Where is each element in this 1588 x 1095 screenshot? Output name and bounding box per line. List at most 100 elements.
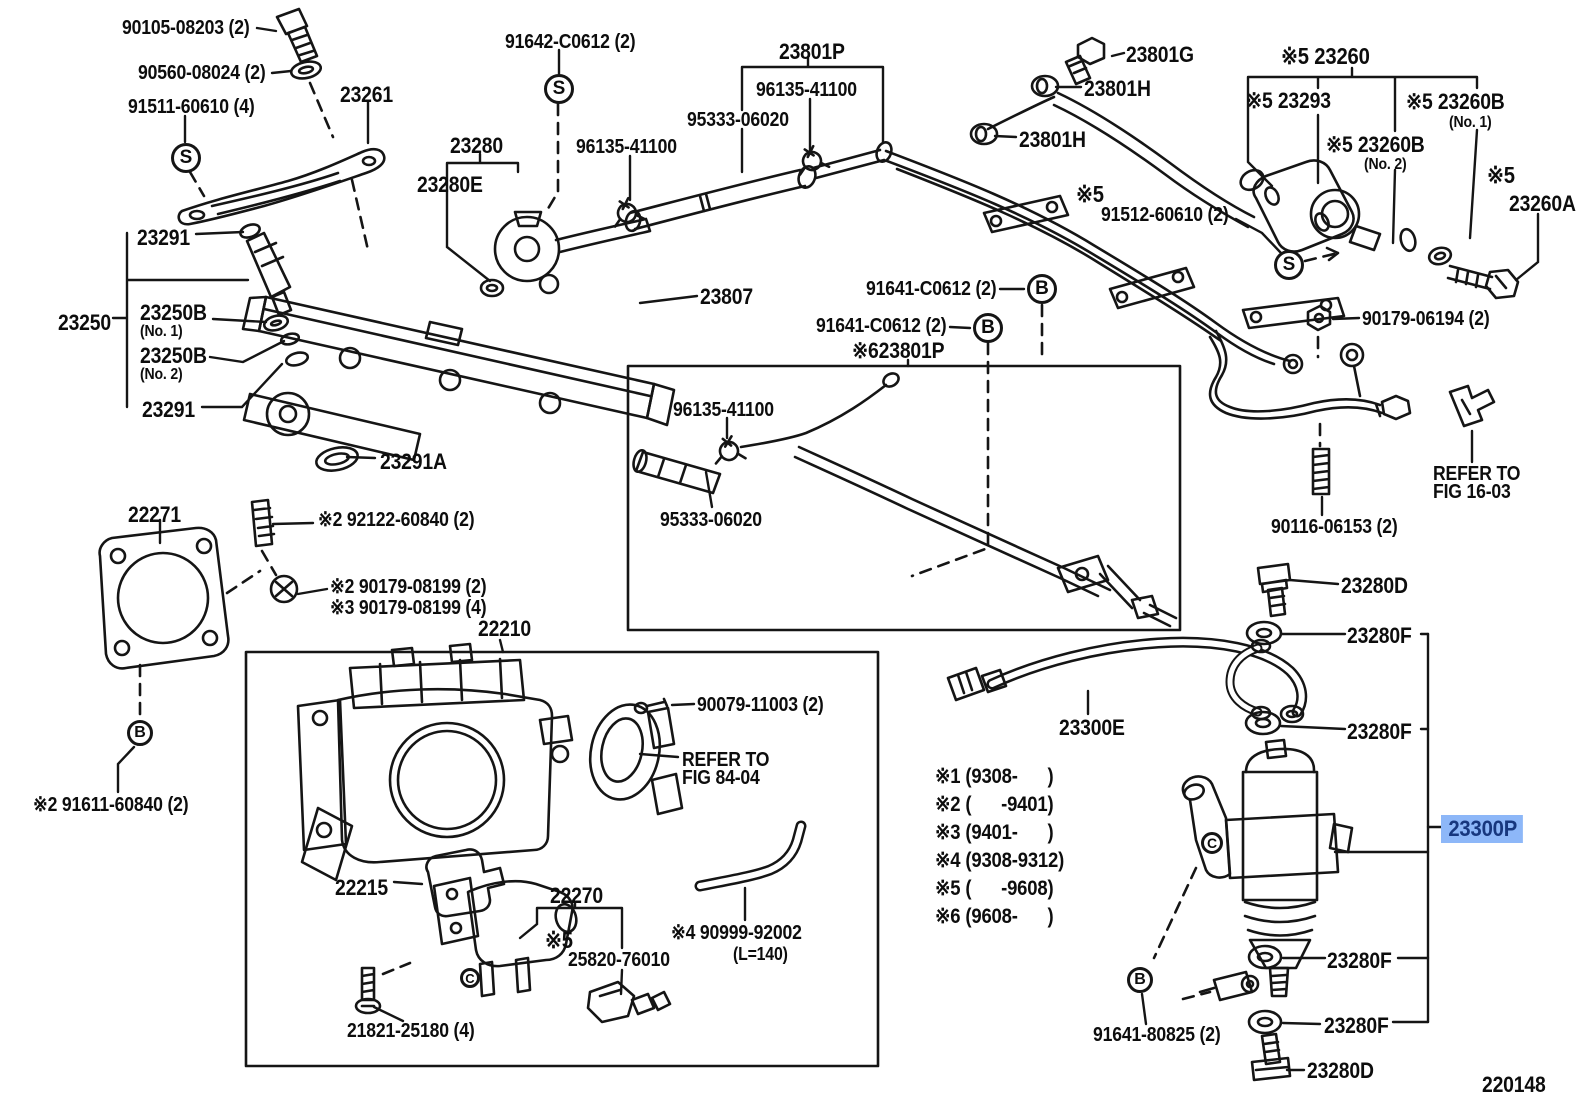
label-21821-25180: 21821-25180 (4) [347, 1020, 475, 1042]
label-91642-C0612: 91642-C0612 (2) [505, 31, 636, 53]
label-91641-C0612-2: 91641-C0612 (2) [816, 315, 947, 337]
bolt-23801G-art [1064, 36, 1106, 86]
hose-23300E-ends [946, 666, 1305, 724]
callout-circle-B-3: B [1027, 274, 1057, 304]
callout-circle-B-6: B [1127, 967, 1153, 993]
throttle-body-22210-art [296, 642, 684, 882]
label-96135-41100-b: 96135-41100 [576, 136, 677, 158]
label-refer-fig-16-1: REFER TO [1433, 463, 1521, 485]
inner-box-hoses-art [632, 372, 1178, 628]
label-91512-60610: 91512-60610 (2) [1101, 204, 1229, 226]
bolt-90105-art [275, 7, 323, 80]
label-90179-08199-3: ※3 90179-08199 (4) [330, 597, 487, 619]
injector-23250-art [239, 223, 310, 367]
group-boxes [244, 364, 1182, 1068]
grommets-23801H-art [969, 74, 1060, 146]
label-23801P-box: ※623801P [852, 338, 945, 363]
label-refer-fig-84-2: FIG 84-04 [682, 767, 760, 789]
figure-number: 220148 [1482, 1072, 1546, 1095]
label-23280D-bottom: 23280D [1307, 1058, 1374, 1083]
label-23280F-1: 23280F [1347, 623, 1412, 648]
label-23280: 23280 [450, 133, 503, 158]
callout-circle-B-4: B [973, 313, 1003, 343]
label-23260B-no1-sub: (No. 1) [1449, 114, 1492, 131]
banjo-loop-tube [1225, 643, 1263, 717]
label-23250B-2: 23250B [140, 343, 207, 368]
label-23291-top: 23291 [137, 225, 190, 250]
label-23807: 23807 [700, 284, 753, 309]
label-23260: ※5 23260 [1281, 43, 1370, 69]
label-22270: 22270 [550, 883, 603, 908]
group-dashed-lines [138, 81, 1340, 1001]
bracket-23261-art [177, 147, 386, 226]
label-23801G: 23801G [1126, 42, 1194, 67]
note-2: ※2 ( -9401) [935, 793, 1054, 816]
callout-circle-B-5: B [127, 720, 153, 746]
label-23293: ※5 23293 [1246, 88, 1331, 113]
label-23801H-2: 23801H [1019, 127, 1086, 152]
callout-circle-S-2: S [1274, 250, 1304, 280]
label-23250: 23250 [58, 310, 111, 335]
label-90560-08024: 90560-08024 (2) [138, 62, 266, 84]
label-refer-fig-84-1: REFER TO [682, 749, 770, 771]
label-23280D-top: 23280D [1341, 573, 1408, 598]
callout-circle-S-1: S [544, 74, 574, 104]
note-6: ※6 (9608- ) [935, 905, 1054, 928]
label-90999-len: (L=140) [733, 944, 788, 964]
valve-22270-art [354, 848, 672, 1024]
label-23300E: 23300E [1059, 715, 1125, 740]
label-25820-note: ※5 [545, 927, 573, 953]
label-23280F-4: 23280F [1324, 1013, 1389, 1038]
label-91512-note: ※5 [1076, 181, 1104, 207]
callout-circle-C-7: C [1201, 832, 1223, 854]
label-92122-60840: ※2 92122-60840 (2) [318, 509, 475, 531]
label-23300P[interactable]: 23300P [1441, 815, 1523, 844]
gasket-22271-art [98, 498, 299, 670]
label-23280F-2: 23280F [1347, 719, 1412, 744]
note-1: ※1 (9308- ) [935, 765, 1054, 788]
label-90179-06194: 90179-06194 (2) [1362, 308, 1490, 330]
note-4: ※4 (9308-9312) [935, 849, 1065, 872]
damper-23260-art [1239, 159, 1520, 300]
label-90116-06153: 90116-06153 (2) [1271, 516, 1398, 538]
label-90179-08199-2: ※2 90179-08199 (2) [330, 576, 487, 598]
label-23801H-1: 23801H [1084, 76, 1151, 101]
label-23291-bottom: 23291 [142, 397, 195, 422]
label-23260A: 23260A [1509, 191, 1576, 216]
label-23280F-3: 23280F [1327, 948, 1392, 973]
label-90105-08203: 90105-08203 (2) [122, 17, 250, 39]
label-95333-06020-box: 95333-06020 [660, 509, 762, 531]
label-23250B-1-sub: (No. 1) [140, 323, 183, 340]
label-96135-41100-box: 96135-41100 [673, 399, 774, 421]
label-23260B-no2-sub: (No. 2) [1364, 156, 1407, 173]
fuel-pipes-art [884, 91, 1496, 496]
label-23250B-1: 23250B [140, 300, 207, 325]
label-22271: 22271 [128, 502, 181, 527]
label-23280E: 23280E [417, 172, 483, 197]
label-23260B-no2: ※5 23260B [1326, 132, 1425, 157]
label-23260B-no1: ※5 23260B [1406, 89, 1505, 114]
arrow-head [1325, 246, 1340, 262]
regulator-23280-art [479, 210, 652, 298]
hose-23300E-tube [986, 636, 1308, 718]
label-91641-80825: 91641-80825 (2) [1093, 1024, 1221, 1046]
note-3: ※3 (9401- ) [935, 821, 1054, 844]
label-refer-fig-16-2: FIG 16-03 [1433, 481, 1511, 503]
label-23801P: 23801P [779, 39, 845, 64]
label-22210: 22210 [478, 616, 531, 641]
label-23260A-note: ※5 [1487, 162, 1515, 188]
callout-circle-S-0: S [171, 143, 201, 173]
label-23261: 23261 [340, 82, 393, 107]
label-95333-06020-a: 95333-06020 [687, 109, 789, 131]
label-22215: 22215 [335, 875, 388, 900]
label-90079-11003: 90079-11003 (2) [697, 694, 824, 716]
label-91641-C0612-1: 91641-C0612 (2) [866, 278, 997, 300]
callout-circle-C-8: C [460, 968, 480, 988]
label-91511-60610: 91511-60610 (4) [128, 96, 255, 118]
label-96135-41100-a: 96135-41100 [756, 79, 857, 101]
label-23250B-2-sub: (No. 2) [140, 366, 183, 383]
label-23291A: 23291A [380, 449, 447, 474]
hose-90999-art [694, 820, 807, 892]
